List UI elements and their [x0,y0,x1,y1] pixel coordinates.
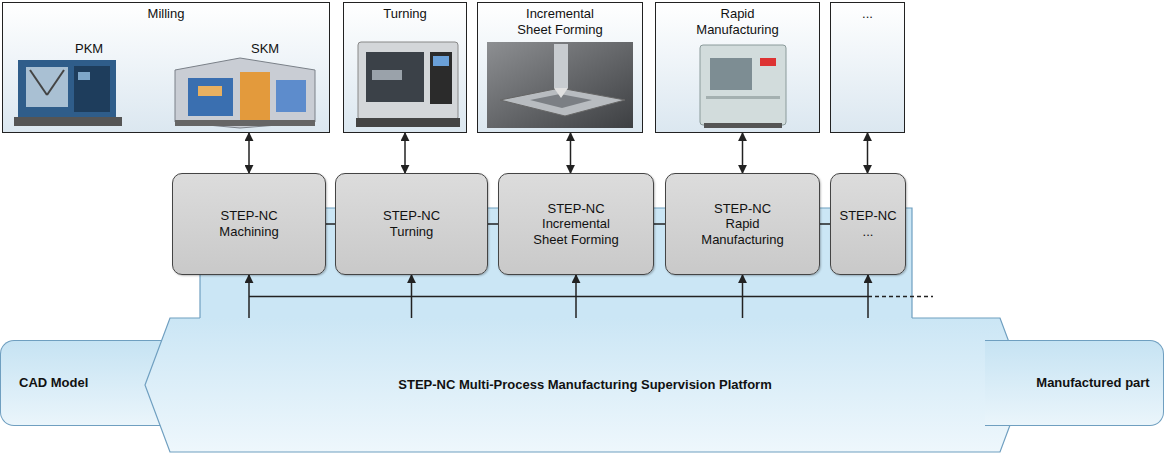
output-band: Manufactured part [985,340,1164,426]
machine-label: SKM [251,41,279,57]
node-label: Manufactured part [1036,375,1149,391]
lathe-machine [356,42,460,127]
box-ground [655,2,820,133]
platform-arrow: STEP-NC Multi-Process Manufacturing Supe… [145,318,1025,452]
data-arrow [867,275,869,318]
rapid-manufacturing-machine [700,45,786,128]
data-arrow [742,133,744,173]
node-label: CAD Model [19,375,88,391]
node-label: ... [862,6,873,22]
data-arrow [867,133,869,173]
process-module: STEP-NC Turning [335,173,488,275]
data-arrow [570,133,572,173]
node-label: Turning [383,6,427,22]
link-line [326,223,335,225]
link-line [654,223,665,225]
process-module: STEP-NC Machining [172,173,326,275]
sheet-forming-photo [487,42,633,128]
data-arrow [248,133,250,173]
node-label: STEP-NC Rapid Manufacturing [698,201,788,248]
box-ground [2,2,330,133]
process-module: STEP-NC ... [830,173,906,275]
data-arrow [404,133,406,173]
node-label: Rapid Manufacturing [688,6,788,37]
data-arrow [575,275,577,318]
link-line [820,223,830,225]
process-module: STEP-NC Rapid Manufacturing [665,173,820,275]
node-label: STEP-NC Turning [367,208,457,239]
skm-machine [175,58,315,128]
bus-line [249,296,868,298]
process-module: STEP-NC Incremental Sheet Forming [498,173,654,275]
node-label: STEP-NC ... [838,208,898,239]
box-ground [830,2,905,133]
machine-box: Turning [343,2,467,133]
box-ground [477,2,643,133]
node-label: STEP-NC Incremental Sheet Forming [526,201,626,248]
link-line [488,223,498,225]
machine-box: MillingPKM SKM [2,2,330,133]
platform-outline [145,318,1025,452]
machine-box: Incremental Sheet Forming [477,2,643,133]
pkm-machine [14,60,122,126]
data-arrow [742,275,744,318]
box-ground [343,2,467,133]
machine-label: PKM [75,41,103,57]
node-label: Incremental Sheet Forming [510,6,610,37]
data-arrow [248,275,250,318]
data-arrow [411,275,413,318]
node-label: STEP-NC Machining [204,208,294,239]
bus-line-continuation [868,296,933,298]
node-label: Milling [148,6,185,22]
machine-box: Rapid Manufacturing [655,2,820,133]
machine-box: ... [830,2,905,133]
platform-fill [145,318,1025,452]
node-label: STEP-NC Multi-Process Manufacturing Supe… [398,377,771,393]
